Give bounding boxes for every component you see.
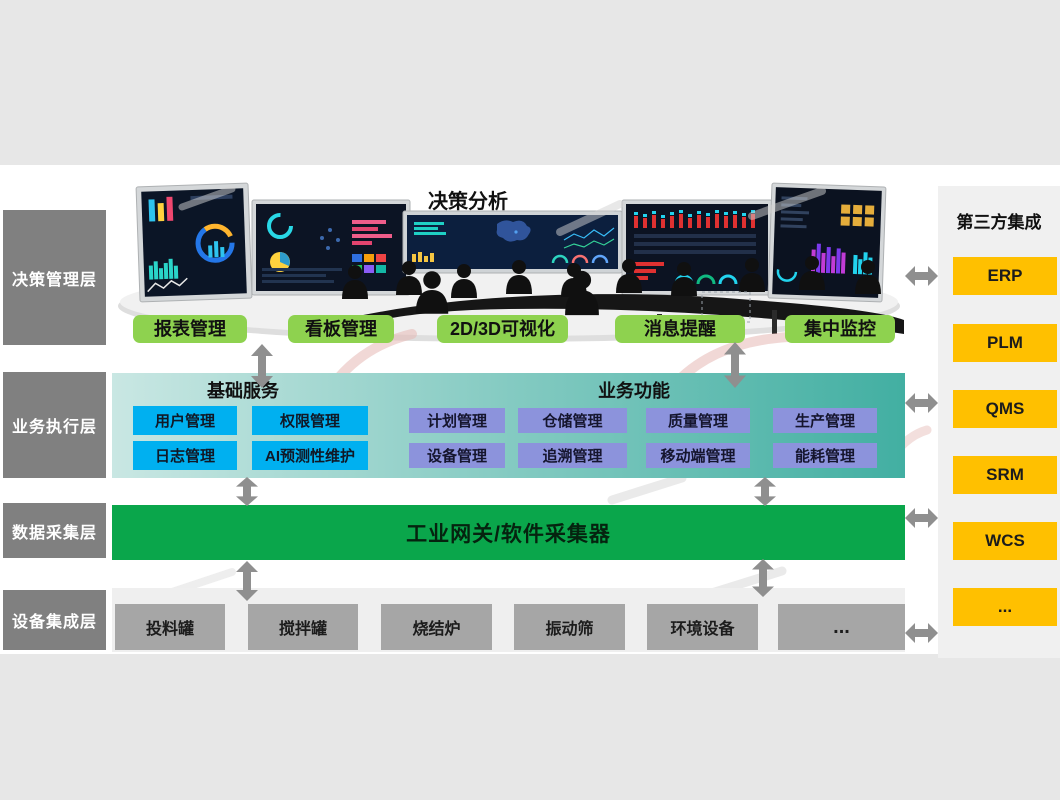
- node-kanban-mgmt: 看板管理: [288, 315, 394, 343]
- arrow-decision-business-left: [251, 344, 273, 388]
- node-production-mgmt: 生产管理: [773, 408, 877, 433]
- node-erp: ERP: [953, 257, 1057, 295]
- node-report-mgmt: 报表管理: [133, 315, 247, 343]
- layer-label-text: 数据采集层: [11, 524, 97, 542]
- conference-table: [340, 294, 904, 334]
- arrow-decision-business-right: [724, 342, 746, 388]
- node-quality-mgmt: 质量管理: [646, 408, 750, 433]
- layer-label-text: 设备集成层: [11, 614, 97, 631]
- arrow-gateway-wcs: [905, 508, 938, 528]
- node-message-alert: 消息提醒: [615, 315, 745, 343]
- layer-label-text: 业务执行层: [11, 419, 97, 436]
- layer-label-data: 数据采集层: [3, 503, 106, 558]
- layer-label-decision: 决策管理层: [3, 210, 106, 345]
- bottom-band: [0, 654, 1060, 800]
- top-band: [0, 0, 1060, 165]
- third-party-title: 第三方集成: [956, 213, 1042, 232]
- layer-label-business: 业务执行层: [3, 372, 106, 478]
- arrow-gateway-equipment-left: [236, 561, 258, 601]
- node-mobile-mgmt: 移动端管理: [646, 443, 750, 468]
- arrow-gateway-equipment-right: [752, 559, 774, 597]
- node-equipment-mgmt: 设备管理: [409, 443, 505, 468]
- node-plm: PLM: [953, 324, 1057, 362]
- node-wcs: WCS: [953, 522, 1057, 560]
- monitor-left-inner: [251, 199, 411, 296]
- arrow-business-gateway-right: [754, 477, 776, 506]
- node-feeding-tank: 投料罐: [115, 604, 225, 650]
- layer-label-device: 设备集成层: [3, 590, 106, 650]
- node-srm: SRM: [953, 456, 1057, 494]
- node-vibrating-screen: 振动筛: [514, 604, 625, 650]
- decision-analysis-title: 决策分析: [428, 191, 508, 213]
- node-qms: QMS: [953, 390, 1057, 428]
- arrow-business-qms: [905, 393, 938, 413]
- layer-label-text: 决策管理层: [11, 271, 97, 289]
- node-sintering-furnace: 烧结炉: [381, 604, 492, 650]
- node-integration-more: ...: [953, 588, 1057, 626]
- arrow-decision-erp: [905, 266, 938, 286]
- monitor-center: [402, 210, 623, 274]
- table-leg: [772, 310, 777, 334]
- node-2d3d-visualization: 2D/3D可视化: [437, 315, 568, 343]
- node-ai-predictive-maintenance: AI预测性维护: [252, 441, 368, 470]
- arrow-equipment-more: [905, 623, 938, 643]
- node-environment-equipment: 环境设备: [647, 604, 758, 650]
- node-mixing-tank: 搅拌罐: [248, 604, 358, 650]
- node-user-mgmt: 用户管理: [133, 406, 237, 435]
- node-plan-mgmt: 计划管理: [409, 408, 505, 433]
- node-energy-mgmt: 能耗管理: [773, 443, 877, 468]
- business-functions-title: 业务功能: [598, 381, 670, 401]
- monitor-right-inner: [621, 199, 773, 296]
- node-warehouse-mgmt: 仓储管理: [518, 408, 627, 433]
- monitor-left-outer: [135, 182, 253, 303]
- arrow-business-gateway-left: [236, 477, 258, 506]
- node-log-mgmt: 日志管理: [133, 441, 237, 470]
- node-equipment-more: ...: [778, 604, 905, 650]
- node-traceability-mgmt: 追溯管理: [518, 443, 627, 468]
- node-permission-mgmt: 权限管理: [252, 406, 368, 435]
- industrial-gateway-bar: 工业网关/软件采集器: [112, 505, 905, 560]
- node-central-monitoring: 集中监控: [785, 315, 895, 343]
